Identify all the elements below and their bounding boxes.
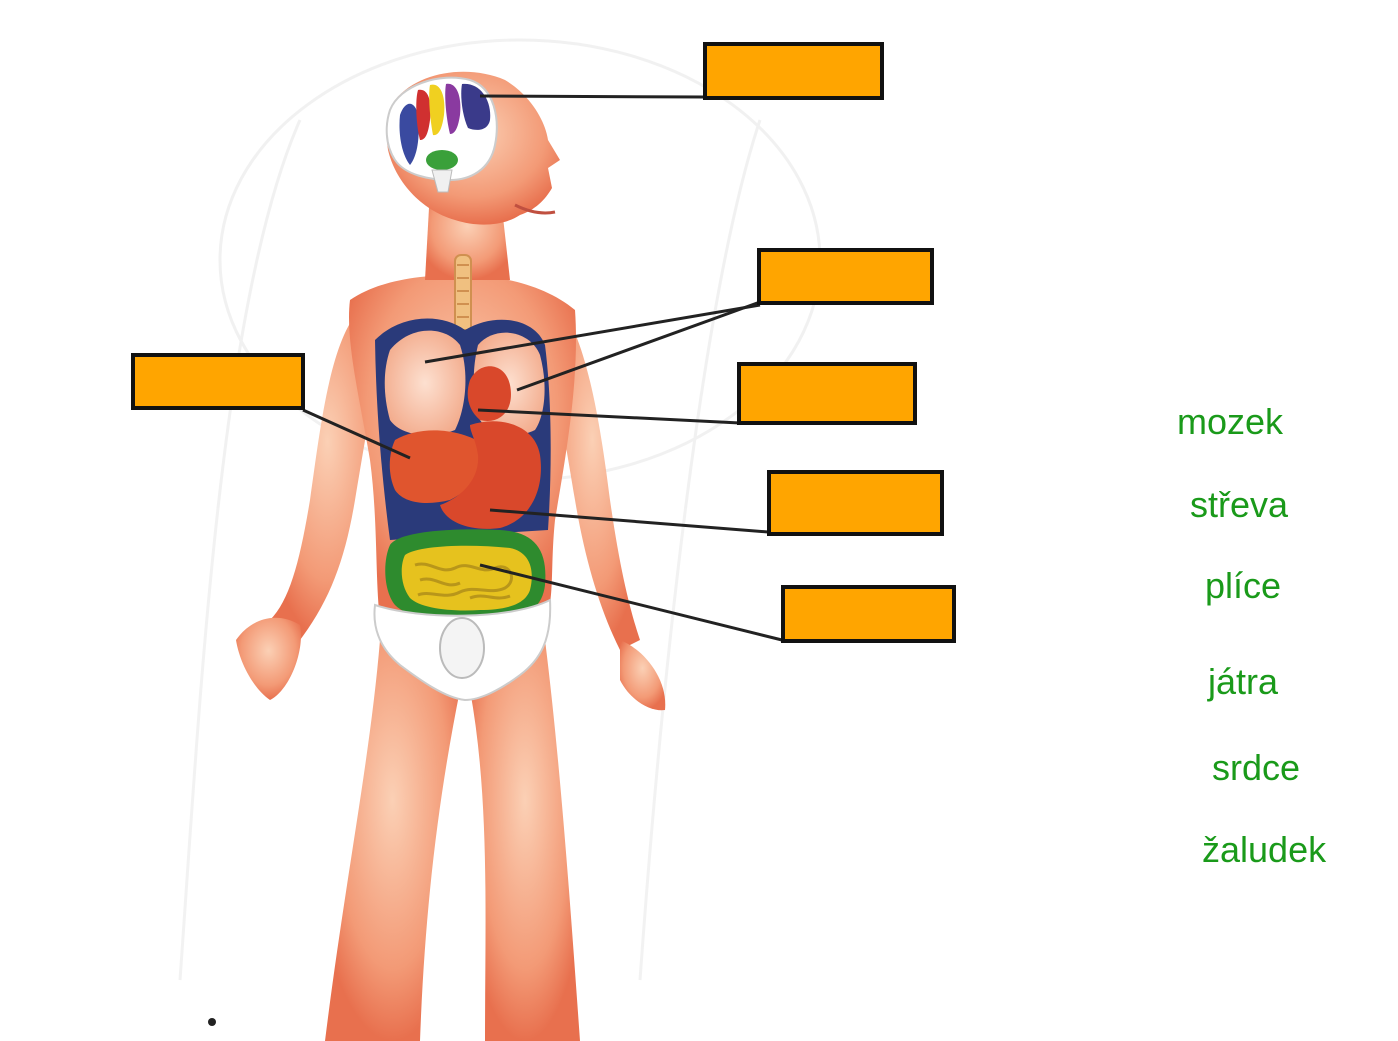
answer-slot-heart[interactable] xyxy=(737,362,917,425)
word-bank-item[interactable]: plíce xyxy=(1205,568,1281,604)
word-bank-item[interactable]: mozek xyxy=(1177,404,1283,440)
word-bank-item[interactable]: žaludek xyxy=(1202,832,1326,868)
answer-slot-lungs[interactable] xyxy=(757,248,934,305)
answer-slot-stomach[interactable] xyxy=(767,470,944,536)
answer-slot-brain[interactable] xyxy=(703,42,884,100)
word-bank-item[interactable]: játra xyxy=(1208,664,1278,700)
word-bank-item[interactable]: střeva xyxy=(1190,487,1288,523)
answer-slot-intestines[interactable] xyxy=(781,585,956,643)
stray-dot xyxy=(208,1018,216,1026)
word-bank-item[interactable]: srdce xyxy=(1212,750,1300,786)
answer-slot-liver[interactable] xyxy=(131,353,305,410)
legs xyxy=(325,640,580,1041)
